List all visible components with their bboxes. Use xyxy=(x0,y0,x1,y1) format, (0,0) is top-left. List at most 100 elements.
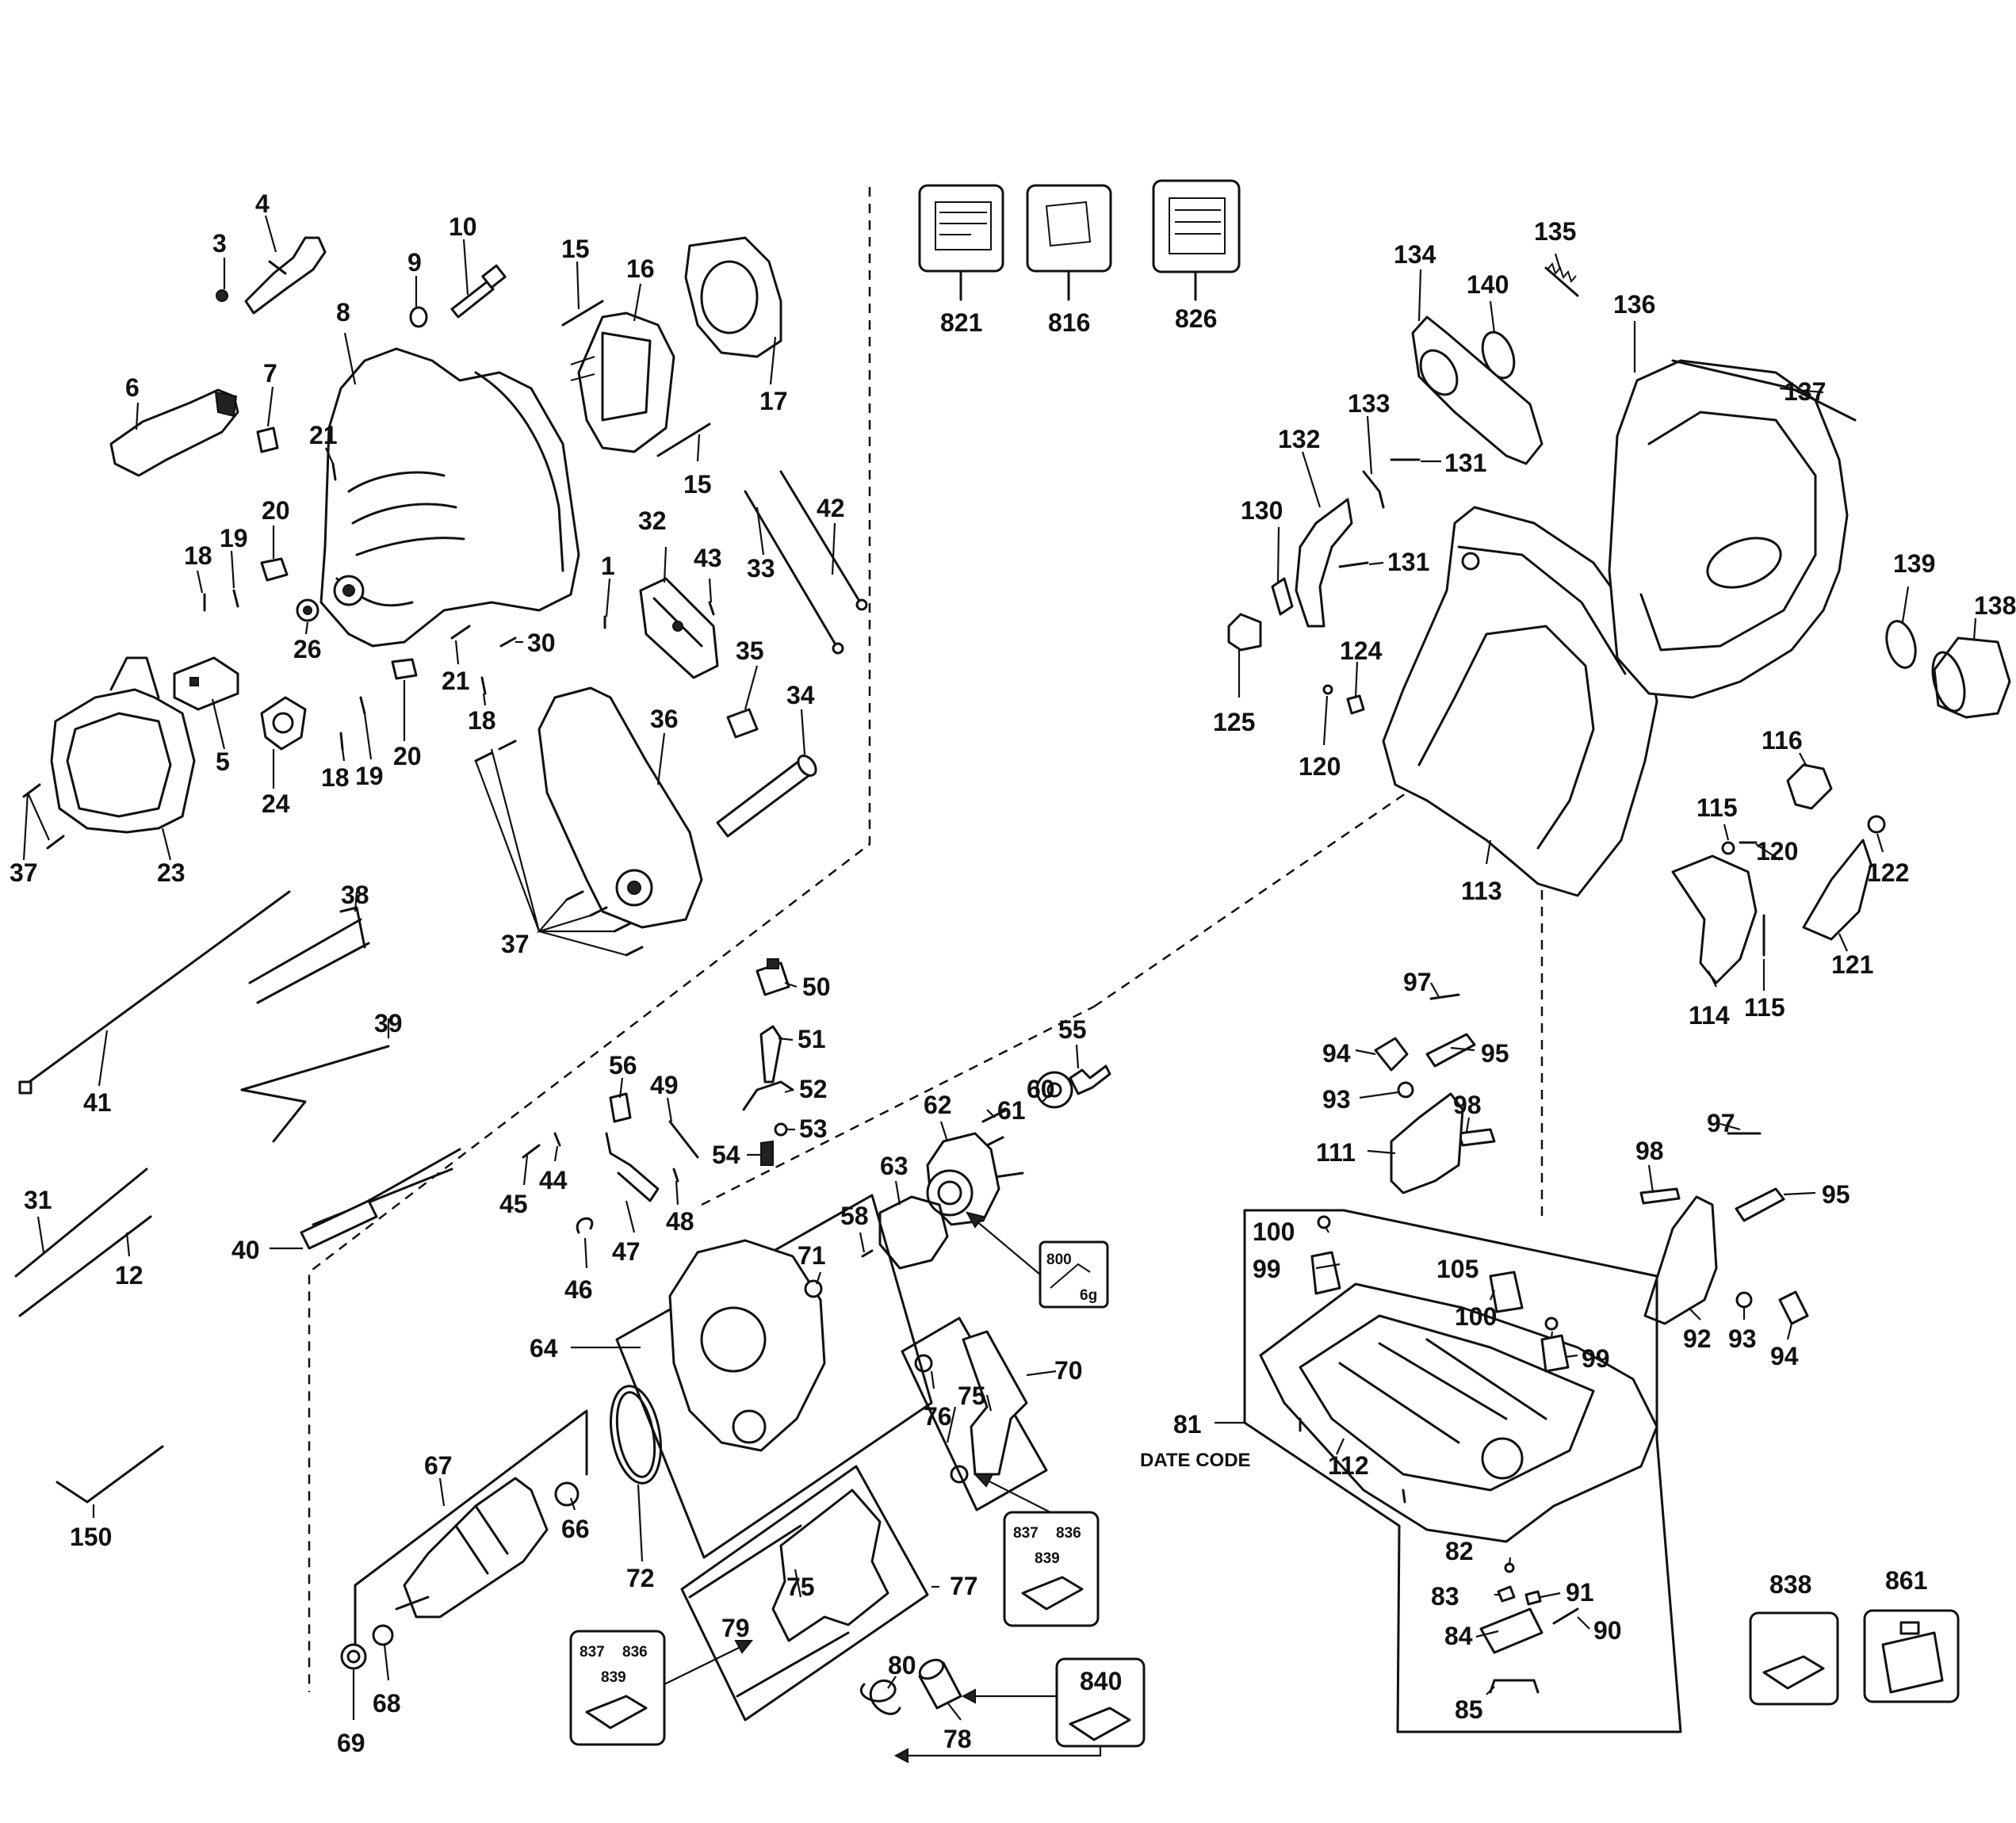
part-97-screw-a xyxy=(1429,993,1460,1000)
label-51: 51 xyxy=(798,1025,826,1053)
label-64: 64 xyxy=(530,1334,558,1362)
part-34-tube xyxy=(716,757,814,838)
label-7: 7 xyxy=(263,359,277,388)
label-78: 78 xyxy=(943,1725,972,1753)
label-115b: 115 xyxy=(1744,993,1785,1022)
part-30-screw xyxy=(499,636,517,648)
label-75b: 75 xyxy=(786,1573,815,1601)
label-24: 24 xyxy=(262,789,290,818)
label-79: 79 xyxy=(721,1614,750,1642)
label-54: 54 xyxy=(712,1141,740,1169)
part-6-handle xyxy=(109,388,239,477)
label-9: 9 xyxy=(407,248,422,277)
part-24-brush-holder xyxy=(260,696,307,751)
part-94-knob-a xyxy=(1374,1037,1409,1072)
label-48: 48 xyxy=(666,1207,694,1236)
label-1: 1 xyxy=(601,552,615,580)
label-33: 33 xyxy=(747,554,775,583)
part-37-screw-h xyxy=(625,946,644,957)
part-100-screw-a xyxy=(1317,1215,1331,1229)
label-62: 62 xyxy=(924,1091,952,1119)
kit-861-box xyxy=(1863,1609,1960,1703)
label-99a: 99 xyxy=(1253,1255,1281,1283)
label-36: 36 xyxy=(650,705,679,733)
label-66: 66 xyxy=(561,1515,590,1543)
part-61-screw-c xyxy=(993,1171,1024,1179)
part-53-ring xyxy=(774,1122,788,1137)
part-85-bracket xyxy=(1489,1679,1540,1694)
label-21a: 21 xyxy=(309,421,338,449)
part-21-pin-b xyxy=(450,625,471,640)
kit-836-label-b: 836 xyxy=(622,1644,648,1661)
label-63: 63 xyxy=(880,1152,909,1180)
part-133-pin xyxy=(1362,470,1385,509)
label-120b: 120 xyxy=(1756,837,1798,866)
part-23-end-cap xyxy=(50,688,196,834)
label-135: 135 xyxy=(1534,217,1576,246)
part-67-box xyxy=(354,1409,588,1587)
label-61: 61 xyxy=(997,1096,1026,1125)
part-99-foot-b xyxy=(1540,1334,1570,1373)
part-37-screw-b xyxy=(46,835,65,850)
blade-guard-group xyxy=(1227,262,2011,1325)
part-46-spring xyxy=(576,1217,594,1234)
part-63-gasket xyxy=(878,1195,949,1270)
part-124-clip xyxy=(1346,694,1365,715)
part-122-nut xyxy=(1867,815,1886,834)
part-44-spring xyxy=(553,1132,561,1147)
label-44: 44 xyxy=(539,1166,568,1194)
label-31: 31 xyxy=(24,1186,52,1214)
part-84-plate xyxy=(1479,1607,1544,1654)
label-20a: 20 xyxy=(262,496,290,525)
callout-arrows xyxy=(664,1211,1102,1764)
part-83-clip xyxy=(1497,1585,1516,1603)
label-114: 114 xyxy=(1689,1001,1730,1030)
part-79-pin-a xyxy=(688,1524,802,1599)
label-50: 50 xyxy=(802,973,831,1001)
part-93-washer-a xyxy=(1397,1081,1414,1099)
label-46: 46 xyxy=(564,1275,593,1304)
part-70-box xyxy=(901,1317,1048,1512)
part-55-bolt xyxy=(1069,1064,1111,1095)
part-67-armature xyxy=(403,1477,549,1619)
part-49-pin xyxy=(668,1120,699,1159)
part-150-hex-key xyxy=(55,1445,164,1504)
part-52-lever xyxy=(742,1080,794,1111)
label-861: 861 xyxy=(1885,1566,1927,1595)
part-42-rod xyxy=(779,470,862,604)
label-84: 84 xyxy=(1444,1622,1473,1650)
label-826: 826 xyxy=(1175,304,1217,333)
part-113-guard xyxy=(1382,506,1658,897)
part-9-washer xyxy=(409,306,428,328)
label-150: 150 xyxy=(70,1523,112,1551)
part-105-foot xyxy=(1489,1271,1524,1313)
label-816: 816 xyxy=(1048,308,1090,337)
leader-lines xyxy=(22,215,1977,1721)
label-99b: 99 xyxy=(1582,1344,1610,1373)
label-136: 136 xyxy=(1613,290,1655,319)
part-number-labels: 3 4 6 7 8 9 10 15 16 17 15 21 20 18 19 1… xyxy=(10,189,2016,1757)
part-37-screw-d xyxy=(498,740,517,751)
part-70-link xyxy=(962,1330,1028,1476)
label-18b: 18 xyxy=(468,706,496,735)
part-121-guard xyxy=(1802,839,1873,941)
label-70: 70 xyxy=(1054,1356,1083,1385)
part-115-washer-a xyxy=(1721,841,1735,855)
part-37-screw-e xyxy=(565,890,584,901)
part-100-screw-b xyxy=(1544,1317,1559,1331)
part-20-brush-a xyxy=(260,557,289,582)
part-77-link xyxy=(771,1489,889,1642)
label-90: 90 xyxy=(1593,1616,1622,1645)
part-10-bolt xyxy=(450,280,495,319)
label-5: 5 xyxy=(216,747,230,776)
label-47: 47 xyxy=(612,1237,641,1266)
label-8: 8 xyxy=(336,298,350,327)
kit-839-label-a: 839 xyxy=(1035,1550,1060,1567)
label-56: 56 xyxy=(609,1051,637,1080)
label-19a: 19 xyxy=(220,524,248,552)
label-85: 85 xyxy=(1455,1695,1483,1724)
part-18-screw-b xyxy=(480,676,487,695)
label-133: 133 xyxy=(1348,389,1390,418)
label-26: 26 xyxy=(293,635,322,663)
